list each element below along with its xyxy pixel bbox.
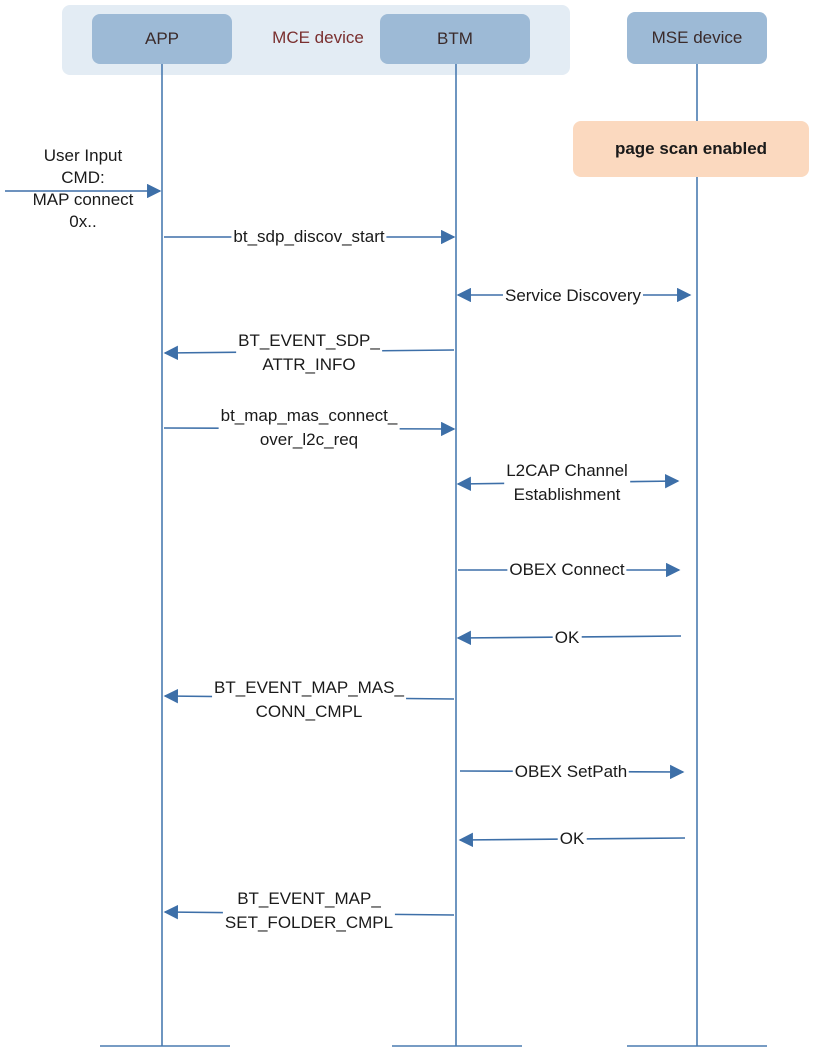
message-line: SET_FOLDER_CMPL: [224, 913, 394, 932]
message-label-obex-connect: OBEX Connect: [507, 558, 627, 582]
user-input-line: MAP connect: [32, 190, 134, 209]
actor-mse-device: MSE device: [627, 12, 767, 64]
user-input-label: User Input CMD: MAP connect 0x..: [8, 145, 158, 233]
user-input-line: User Input: [43, 146, 123, 165]
message-line: ATTR_INFO: [262, 355, 356, 374]
message-line: bt_sdp_discov_start: [233, 227, 385, 246]
user-input-line: 0x..: [69, 212, 97, 231]
message-line: L2CAP Channel: [506, 461, 628, 480]
message-line: OK: [559, 829, 585, 848]
mce-device-label: MCE device: [272, 28, 364, 47]
message-line: Service Discovery: [504, 286, 642, 305]
message-label-ok-connect: OK: [552, 626, 582, 650]
message-line: OBEX SetPath: [514, 762, 628, 781]
message-line: OK: [554, 628, 580, 647]
message-line: Establishment: [513, 485, 621, 504]
message-label-sdp-discov-start: bt_sdp_discov_start: [231, 225, 387, 249]
message-label-set-folder-cmpl: BT_EVENT_MAP_ SET_FOLDER_CMPL: [222, 887, 396, 935]
message-line: over_l2c_req: [259, 430, 359, 449]
message-line: BT_EVENT_MAP_: [237, 889, 381, 908]
message-line: bt_map_mas_connect_: [220, 406, 398, 425]
user-input-line: CMD:: [61, 168, 105, 187]
message-label-ok-setpath: OK: [557, 827, 587, 851]
message-line: BT_EVENT_SDP_: [238, 331, 380, 350]
message-label-service-discovery: Service Discovery: [502, 284, 644, 308]
message-label-obex-setpath: OBEX SetPath: [512, 760, 630, 784]
message-label-l2cap-establishment: L2CAP Channel Establishment: [504, 459, 630, 507]
message-line: OBEX Connect: [509, 560, 625, 579]
page-scan-note: page scan enabled: [573, 121, 809, 177]
message-label-mas-conn-cmpl: BT_EVENT_MAP_MAS_ CONN_CMPL: [212, 676, 406, 724]
message-label-mas-connect-req: bt_map_mas_connect_ over_l2c_req: [218, 404, 400, 452]
actor-app: APP: [92, 14, 232, 64]
message-label-sdp-attr-info: BT_EVENT_SDP_ ATTR_INFO: [236, 329, 382, 377]
actor-btm: BTM: [380, 14, 530, 64]
message-line: CONN_CMPL: [255, 702, 363, 721]
message-line: BT_EVENT_MAP_MAS_: [214, 678, 404, 697]
